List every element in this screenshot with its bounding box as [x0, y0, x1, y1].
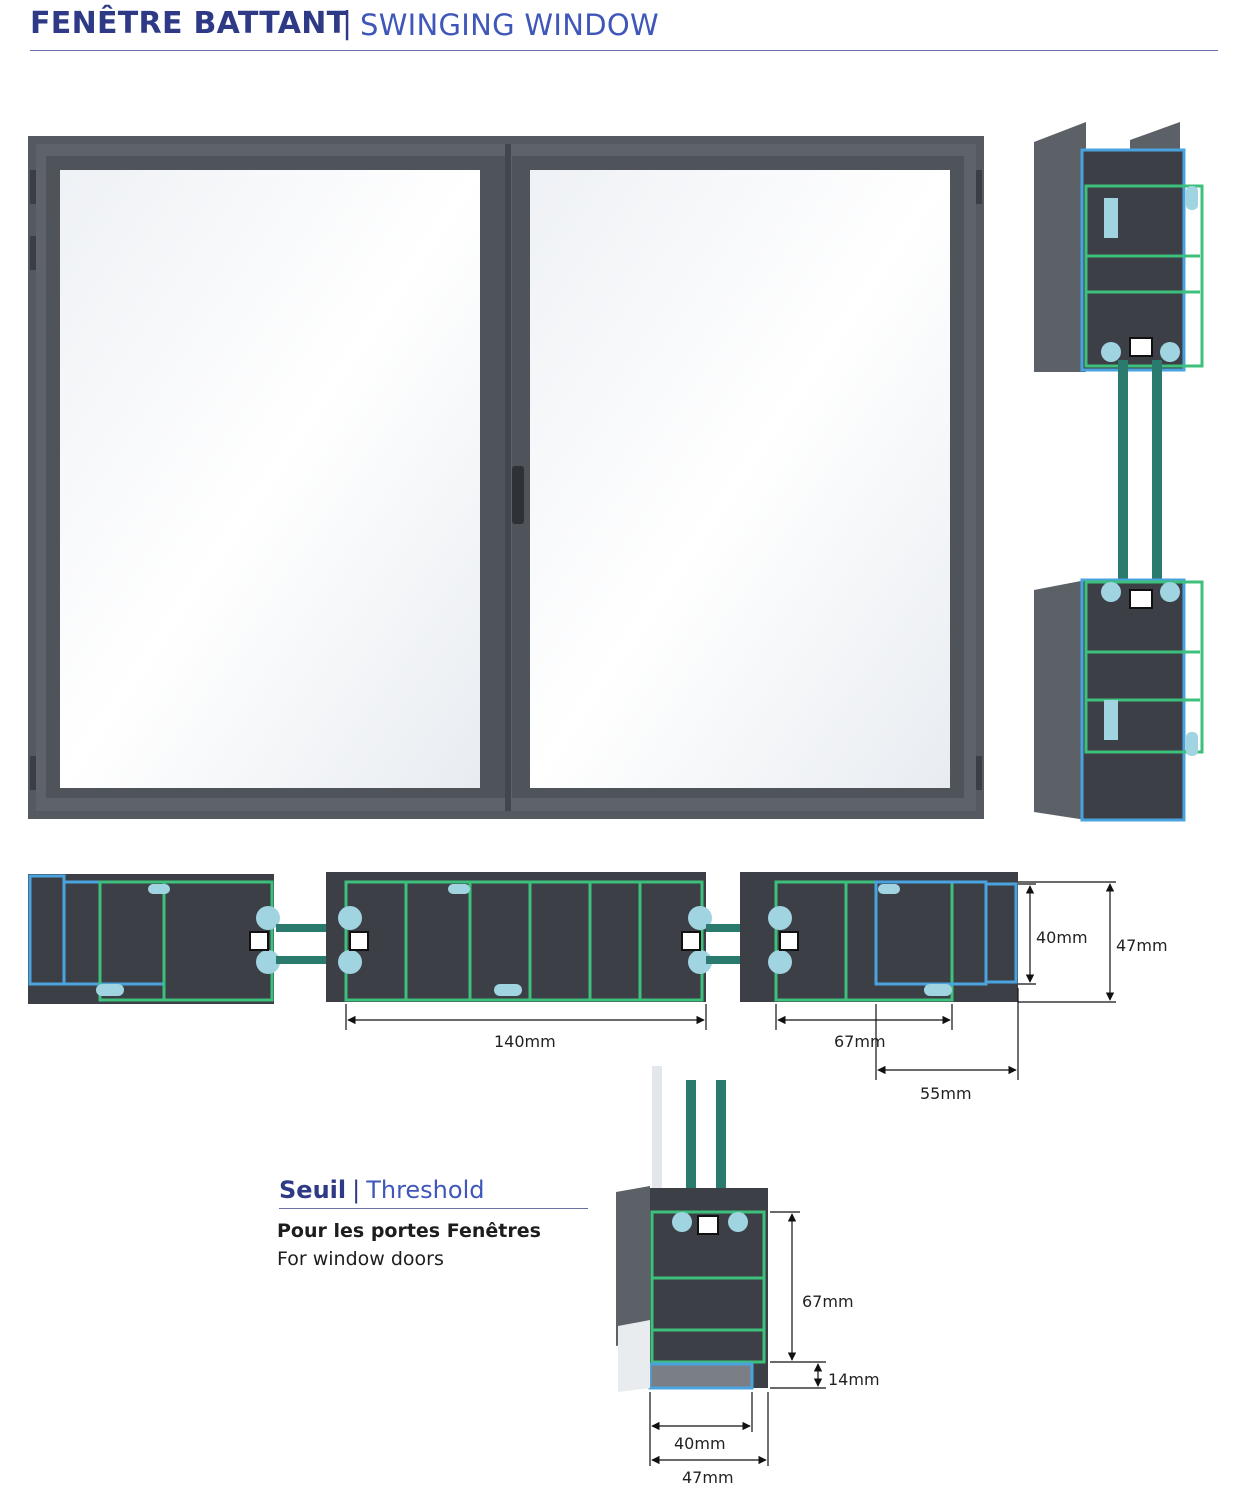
page-header: FENÊTRE BATTANT | SWINGING WINDOW: [30, 4, 1218, 51]
dimension-label-overall-width: 140mm: [494, 1032, 556, 1051]
page-title-en: SWINGING WINDOW: [360, 8, 659, 42]
dimension-lines: [345, 881, 1116, 1080]
horizontal-section: [28, 872, 1018, 1004]
threshold-label-width-inner: 40mm: [674, 1434, 726, 1453]
dimension-label-frame-depth: 55mm: [920, 1084, 972, 1103]
threshold-dimension-lines: [649, 1211, 826, 1466]
hinge-icon: [30, 236, 36, 270]
threshold-sill: [648, 1362, 754, 1390]
threshold-section: [616, 1066, 768, 1392]
left-glass-pane: [60, 170, 480, 788]
dimension-label-frame-inner: 40mm: [1036, 928, 1088, 947]
glass-pane-section: [1118, 360, 1128, 586]
threshold-label-height: 67mm: [802, 1292, 854, 1311]
threshold-title-fr: Seuil: [279, 1176, 347, 1204]
dimension-label-frame-outer: 47mm: [1116, 936, 1168, 955]
title-separator: |: [342, 6, 353, 41]
hinge-icon: [976, 756, 982, 790]
threshold-title-en: Threshold: [366, 1176, 485, 1204]
threshold-subtitle-fr: Pour les portes Fenêtres: [277, 1220, 541, 1242]
threshold-label-width-outer: 47mm: [682, 1468, 734, 1487]
threshold-title-separator: |: [352, 1176, 361, 1204]
page-title-fr: FENÊTRE BATTANT: [30, 6, 348, 41]
threshold-label-sill-height: 14mm: [828, 1370, 880, 1389]
threshold-subtitle-en: For window doors: [277, 1248, 444, 1270]
vertical-section: [1034, 122, 1204, 822]
window-elevation: [28, 136, 984, 819]
dimension-label-sash-depth: 67mm: [834, 1032, 886, 1051]
right-glass-pane: [530, 170, 950, 788]
hinge-icon: [30, 170, 36, 204]
hinge-icon: [30, 756, 36, 790]
window-handle: [512, 466, 524, 524]
threshold-heading: Seuil|Threshold: [279, 1176, 588, 1209]
hinge-icon: [976, 170, 982, 204]
